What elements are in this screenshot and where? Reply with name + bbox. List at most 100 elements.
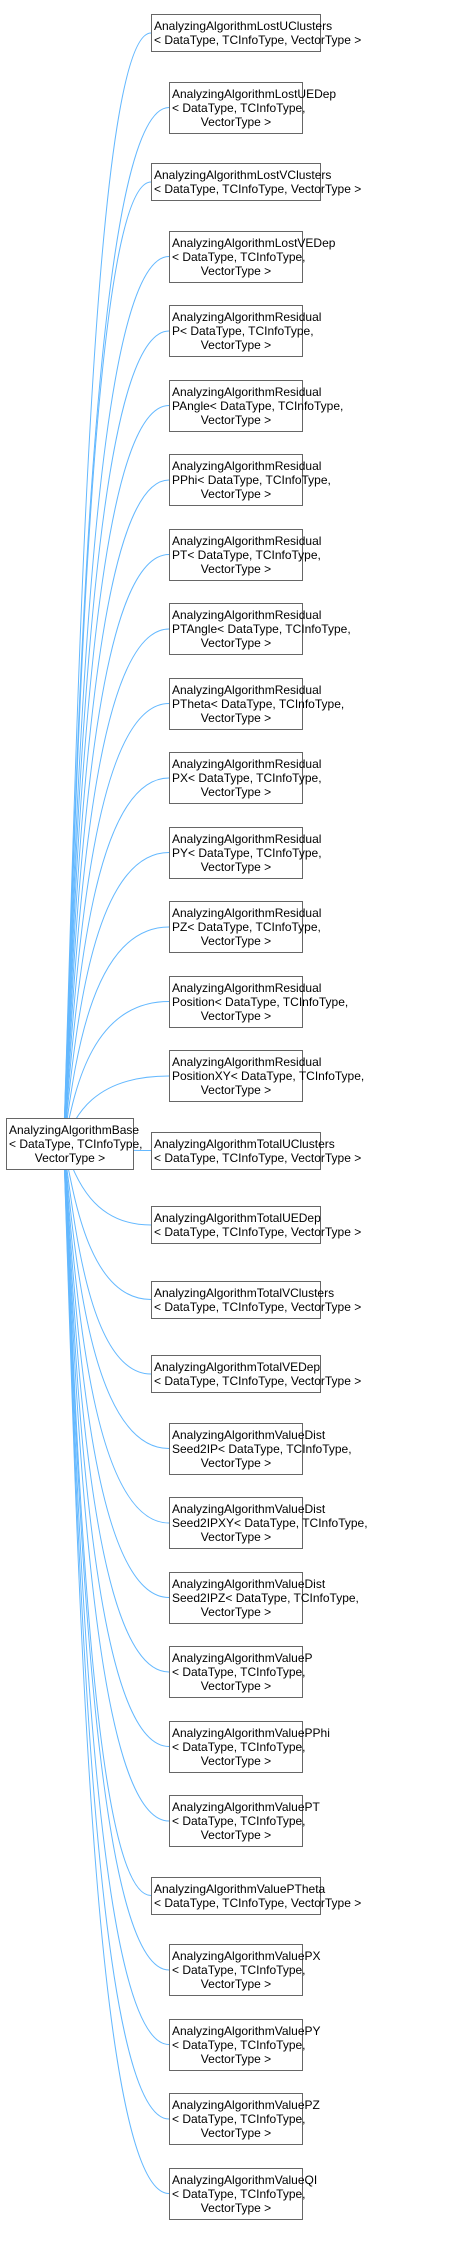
derived-class-name: AnalyzingAlgorithmLostVEDep bbox=[172, 235, 336, 250]
derived-class-node[interactable]: AnalyzingAlgorithmValueQI< DataType, TCI… bbox=[169, 2167, 317, 2220]
derived-class-name: AnalyzingAlgorithmTotalVClusters bbox=[154, 1285, 335, 1300]
inheritance-edge bbox=[64, 926, 170, 1142]
derived-class-params: P< DataType, TCInfoType, bbox=[172, 324, 314, 338]
derived-class-name: AnalyzingAlgorithmResidual bbox=[172, 682, 322, 697]
derived-class-params: < DataType, TCInfoType, bbox=[172, 1739, 306, 1754]
derived-class-params: VectorType > bbox=[200, 338, 272, 352]
inheritance-edge bbox=[64, 405, 170, 1136]
derived-class-params: VectorType > bbox=[200, 1083, 272, 1097]
derived-class-name: AnalyzingAlgorithmLostUClusters bbox=[154, 19, 333, 33]
derived-class-node[interactable]: AnalyzingAlgorithmLostUClusters< DataTyp… bbox=[151, 14, 362, 52]
derived-class-node[interactable]: AnalyzingAlgorithmValuePX< DataType, TCI… bbox=[169, 1944, 321, 1996]
base-class-params-cont: VectorType > bbox=[34, 1151, 106, 1165]
derived-class-params: < DataType, TCInfoType, bbox=[172, 2037, 306, 2052]
inheritance-edge bbox=[64, 330, 170, 1135]
inheritance-edge bbox=[64, 32, 152, 1131]
derived-class-node[interactable]: AnalyzingAlgorithmLostUEDep< DataType, T… bbox=[169, 81, 337, 134]
inheritance-edge bbox=[64, 628, 170, 1138]
derived-class-params: VectorType > bbox=[200, 1679, 272, 1693]
derived-class-params: VectorType > bbox=[200, 1604, 272, 1619]
derived-class-params: VectorType > bbox=[200, 1753, 272, 1768]
derived-class-name: AnalyzingAlgorithmResidual bbox=[172, 906, 322, 920]
derived-class-name: AnalyzingAlgorithmResidual bbox=[172, 1055, 322, 1069]
derived-class-params: PPhi< DataType, TCInfoType, bbox=[172, 473, 331, 487]
derived-class-name: AnalyzingAlgorithmValuePZ bbox=[172, 2098, 320, 2112]
derived-class-params: VectorType > bbox=[200, 2126, 272, 2140]
derived-class-name: AnalyzingAlgorithmValuePPhi bbox=[172, 1725, 330, 1740]
derived-class-node[interactable]: AnalyzingAlgorithmTotalUEDep< DataType, … bbox=[151, 1206, 362, 1244]
derived-class-name: AnalyzingAlgorithmTotalUEDep bbox=[154, 1211, 321, 1225]
derived-class-params: VectorType > bbox=[200, 710, 272, 725]
derived-class-params: < DataType, TCInfoType, VectorType > bbox=[154, 33, 362, 47]
derived-class-name: AnalyzingAlgorithmResidual bbox=[172, 533, 322, 548]
inheritance-edge bbox=[64, 1150, 170, 1598]
inheritance-edge bbox=[64, 852, 170, 1141]
derived-class-params: VectorType > bbox=[200, 412, 272, 427]
derived-class-name: AnalyzingAlgorithmValueDist bbox=[172, 1427, 326, 1442]
inheritance-edge bbox=[64, 777, 170, 1140]
derived-class-params: PY< DataType, TCInfoType, bbox=[172, 845, 322, 860]
derived-class-params: < DataType, TCInfoType, bbox=[172, 100, 306, 115]
derived-class-params: VectorType > bbox=[200, 1828, 272, 1842]
derived-class-params: < DataType, TCInfoType, bbox=[172, 2112, 306, 2126]
inheritance-edge bbox=[64, 1151, 170, 1673]
derived-class-node[interactable]: AnalyzingAlgorithmLostVEDep< DataType, T… bbox=[169, 230, 336, 283]
derived-class-params: VectorType > bbox=[200, 636, 272, 650]
inheritance-edge bbox=[64, 1152, 170, 1747]
inheritance-edge bbox=[64, 1148, 170, 1449]
derived-class-node[interactable]: AnalyzingAlgorithmValuePPhi< DataType, T… bbox=[169, 1720, 330, 1773]
derived-class-node[interactable]: AnalyzingAlgorithmValueP< DataType, TCIn… bbox=[169, 1646, 313, 1698]
derived-class-params: Position< DataType, TCInfoType, bbox=[172, 994, 349, 1009]
derived-class-name: AnalyzingAlgorithmValuePTheta bbox=[154, 1881, 326, 1896]
derived-class-node[interactable]: AnalyzingAlgorithmValuePTheta< DataType,… bbox=[151, 1876, 362, 1915]
derived-class-node[interactable]: AnalyzingAlgorithmLostVClusters< DataTyp… bbox=[151, 163, 362, 201]
derived-class-name: AnalyzingAlgorithmLostVClusters bbox=[154, 168, 332, 182]
derived-class-params: VectorType > bbox=[200, 561, 272, 576]
derived-class-params: < DataType, TCInfoType, VectorType > bbox=[154, 1225, 362, 1239]
inheritance-edge bbox=[64, 1153, 170, 1822]
derived-class-params: VectorType > bbox=[200, 859, 272, 874]
inheritance-edge bbox=[64, 181, 152, 1133]
derived-class-node[interactable]: AnalyzingAlgorithmValuePZ< DataType, TCI… bbox=[169, 2093, 320, 2145]
derived-class-params: VectorType > bbox=[200, 1455, 272, 1470]
derived-class-name: AnalyzingAlgorithmTotalUClusters bbox=[154, 1136, 335, 1151]
base-class-node[interactable]: AnalyzingAlgorithmBase < DataType, TCInf… bbox=[6, 1118, 143, 1170]
derived-class-params: < DataType, TCInfoType, VectorType > bbox=[154, 1150, 362, 1165]
derived-class-node[interactable]: AnalyzingAlgorithmTotalVClusters< DataTy… bbox=[151, 1280, 361, 1319]
derived-class-name: AnalyzingAlgorithmResidual bbox=[172, 384, 322, 399]
derived-class-params: VectorType > bbox=[200, 487, 272, 501]
inheritance-edge bbox=[64, 1147, 152, 1375]
derived-class-name: AnalyzingAlgorithmLostUEDep bbox=[172, 86, 337, 101]
derived-class-node[interactable]: AnalyzingAlgorithmValuePY< DataType, TCI… bbox=[169, 2018, 321, 2071]
derived-class-name: AnalyzingAlgorithmValuePT bbox=[172, 1800, 320, 1814]
derived-class-params: VectorType > bbox=[200, 785, 272, 799]
derived-class-params: PZ< DataType, TCInfoType, bbox=[172, 920, 321, 934]
derived-class-node[interactable]: AnalyzingAlgorithmValuePT< DataType, TCI… bbox=[169, 1795, 320, 1847]
derived-class-node[interactable]: AnalyzingAlgorithmTotalUClusters< DataTy… bbox=[151, 1131, 362, 1170]
derived-class-name: AnalyzingAlgorithmValueDist bbox=[172, 1502, 326, 1516]
derived-class-params: VectorType > bbox=[200, 934, 272, 948]
derived-class-params: Seed2IPXY< DataType, TCInfoType, bbox=[172, 1516, 368, 1530]
base-class-params: < DataType, TCInfoType, bbox=[9, 1137, 143, 1151]
derived-class-name: AnalyzingAlgorithmResidual bbox=[172, 980, 322, 995]
derived-class-node[interactable]: AnalyzingAlgorithmTotalVEDep< DataType, … bbox=[151, 1355, 361, 1393]
derived-class-params: < DataType, TCInfoType, bbox=[172, 1963, 306, 1977]
derived-class-name: AnalyzingAlgorithmValuePX bbox=[172, 1949, 321, 1963]
inheritance-edge bbox=[64, 479, 170, 1136]
derived-class-params: < DataType, TCInfoType, VectorType > bbox=[154, 1895, 362, 1910]
derived-class-params: < DataType, TCInfoType, VectorType > bbox=[154, 182, 362, 196]
